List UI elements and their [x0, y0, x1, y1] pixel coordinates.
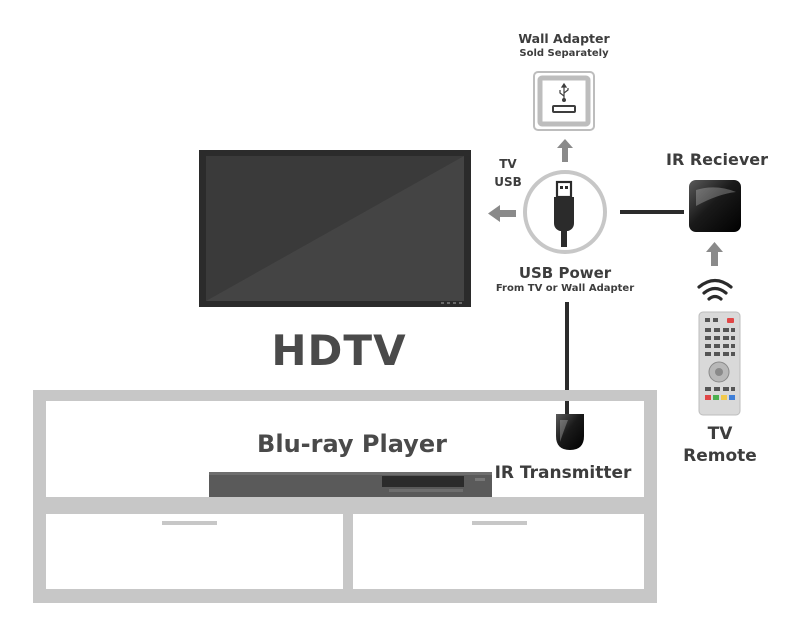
usb-power-label: USB Power — [518, 264, 612, 282]
tv-remote-label-line1: TV — [707, 424, 733, 444]
sold-separately-label: Sold Separately — [519, 48, 609, 59]
ir-transmitter-icon — [556, 414, 584, 450]
transmitter-cable — [565, 302, 569, 414]
wifi-signal-icon — [697, 278, 733, 301]
arrow-left-to-tv — [488, 205, 516, 222]
tv-usb-label-usb: USB — [494, 175, 522, 189]
tv-usb-label-tv: TV — [499, 157, 517, 171]
tv-remote-icon — [698, 311, 741, 416]
arrow-up-to-receiver — [706, 242, 723, 266]
hdtv-screen — [199, 150, 471, 307]
wall-adapter-label: Wall Adapter — [518, 31, 610, 46]
tv-remote-label-line2: Remote — [683, 446, 757, 466]
usb-power-sub-label: From TV or Wall Adapter — [495, 283, 635, 294]
usb-power-icon — [523, 170, 607, 254]
arrow-up-to-adapter — [557, 139, 573, 162]
ir-receiver-icon — [689, 180, 741, 232]
receiver-cable — [620, 210, 684, 214]
bluray-player-label: Blu-ray Player — [257, 430, 447, 458]
usb-plug-icon — [554, 180, 574, 247]
tv-stand — [33, 390, 657, 603]
bluray-player-device — [209, 472, 492, 497]
hdtv-label: HDTV — [271, 326, 407, 375]
ir-receiver-label: IR Reciever — [665, 150, 768, 169]
wall-adapter-icon — [533, 71, 595, 131]
ir-transmitter-label: IR Transmitter — [494, 463, 632, 483]
usb-port-icon — [559, 82, 569, 102]
